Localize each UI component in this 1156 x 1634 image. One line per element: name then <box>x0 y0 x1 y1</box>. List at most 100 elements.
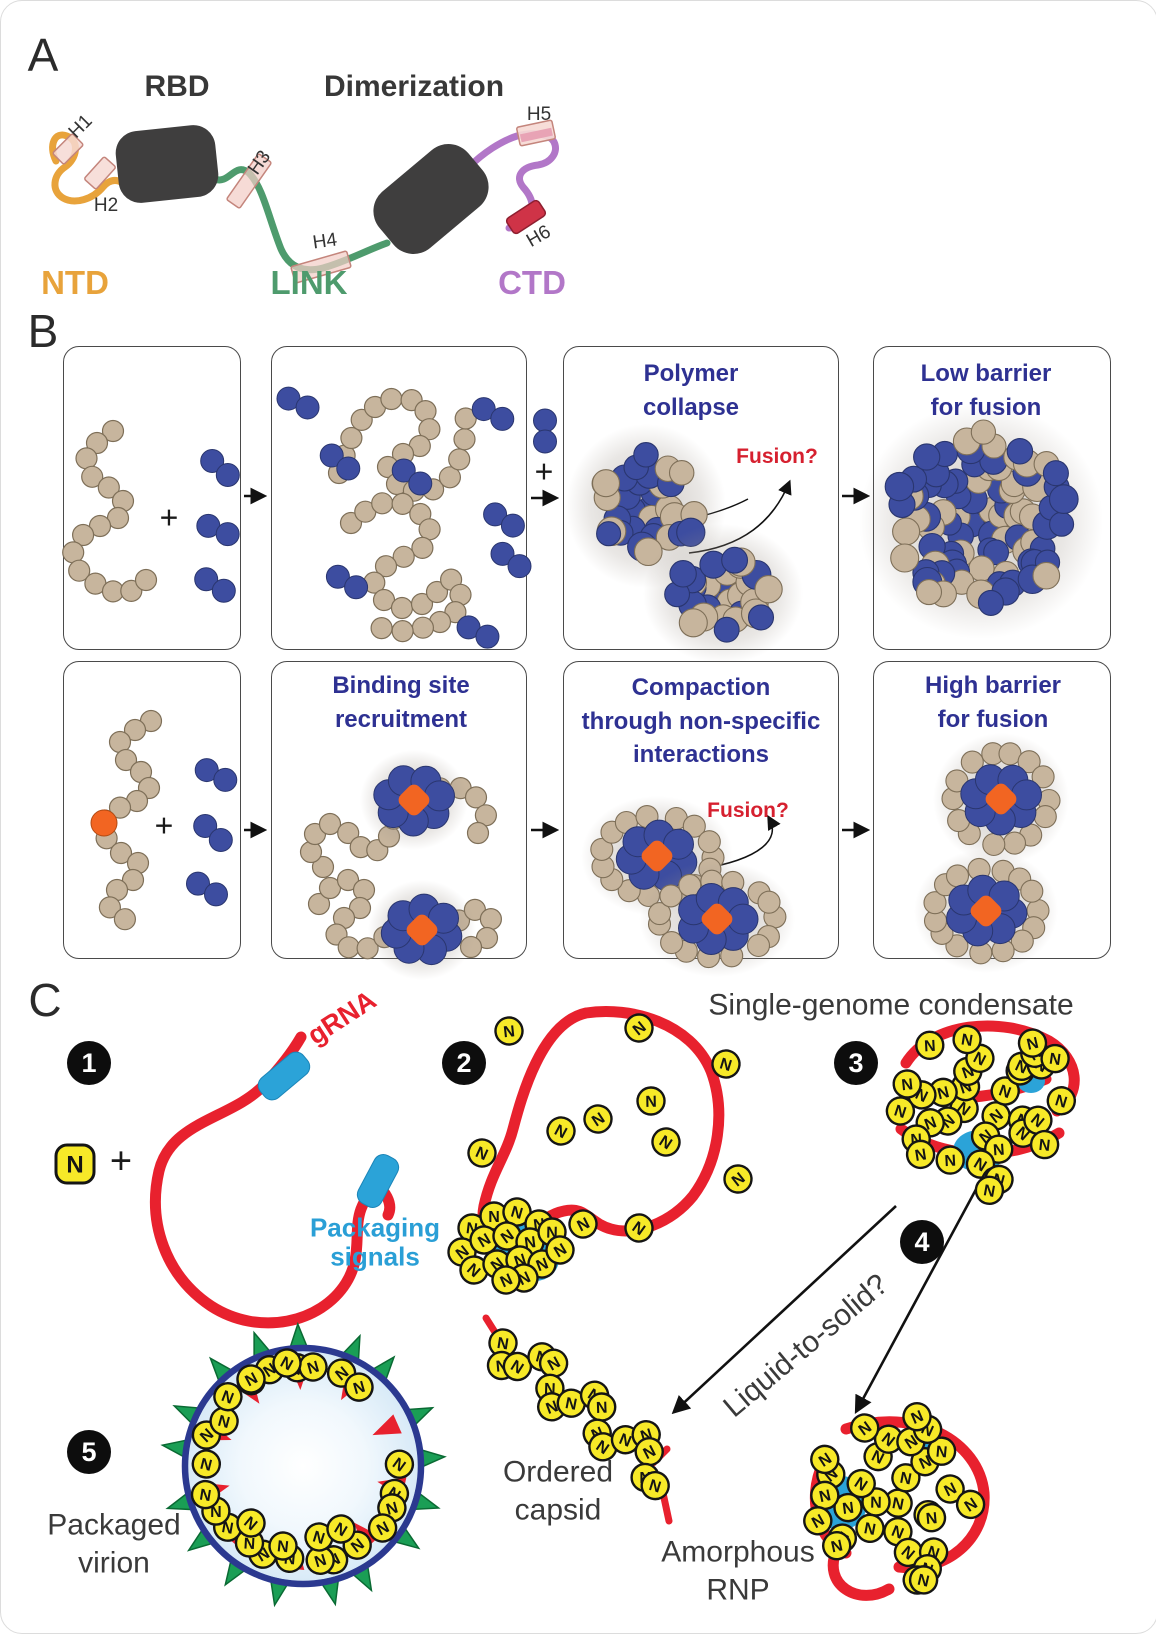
panel-c-step4-arrows <box>671 1142 1003 1415</box>
panel-b-r2c1-content <box>90 709 238 931</box>
h6-helix-box <box>505 199 547 235</box>
low-barrier-title: Low barrier for fusion <box>920 360 1052 421</box>
n-badge: N <box>1040 1043 1070 1074</box>
n-badge: N <box>268 1531 298 1561</box>
svg-text:N: N <box>220 1519 234 1538</box>
n-badge: N <box>236 1364 266 1394</box>
svg-text:N: N <box>914 1146 928 1165</box>
svg-text:N: N <box>243 1535 255 1553</box>
svg-text:N: N <box>564 1395 579 1414</box>
svg-text:N: N <box>916 1572 931 1591</box>
n-badge: N <box>213 1381 243 1412</box>
svg-text:N: N <box>891 1495 906 1514</box>
panel-b-letter: B <box>27 305 59 357</box>
svg-text:N: N <box>496 1335 510 1354</box>
svg-text:N: N <box>841 1500 855 1518</box>
step-3-badge: 3 <box>834 1041 878 1085</box>
panel-b-r1c2-content <box>276 386 532 649</box>
n-badge: N <box>545 1235 575 1265</box>
n-badge: N <box>491 1265 521 1295</box>
n-badge: N <box>502 1197 532 1227</box>
n-badge: N <box>952 1024 982 1055</box>
n-badge: N <box>935 1145 965 1175</box>
svg-text:N: N <box>925 1510 938 1528</box>
n-badge: N <box>902 1401 932 1432</box>
n-badge: N <box>803 1506 833 1536</box>
svg-text:N: N <box>509 1203 525 1223</box>
packaged-virion-label: Packaged virion <box>47 1508 181 1580</box>
svg-text:N: N <box>901 1076 914 1094</box>
n-badge: N <box>236 1508 266 1538</box>
n-badge: N <box>367 1513 398 1543</box>
svg-text:N: N <box>210 1504 222 1521</box>
n-badge: N <box>916 1502 947 1533</box>
n-badge: N <box>588 1432 618 1462</box>
h2-label: H2 <box>93 195 119 216</box>
svg-text:N: N <box>935 1443 948 1461</box>
step-4-badge: 4 <box>900 1220 944 1264</box>
link-label: LINK <box>270 264 348 301</box>
n-badge: N <box>905 1139 936 1170</box>
svg-text:N: N <box>892 1102 908 1122</box>
n-badge: N <box>855 1513 885 1544</box>
n-badge: N <box>810 1444 840 1475</box>
n-badge: N <box>546 1116 576 1146</box>
svg-text:N: N <box>219 1388 236 1408</box>
n-badge: N <box>908 1565 939 1595</box>
ordered-capsid-label: Ordered capsid <box>502 1455 614 1527</box>
h3-helix-box <box>226 153 272 209</box>
step-5-badge: 5 <box>67 1430 111 1474</box>
binding-site-title: Binding site recruitment <box>332 672 470 733</box>
fusion-question-row2: Fusion? <box>707 799 789 822</box>
svg-text:N: N <box>1038 1137 1051 1155</box>
panel-a-letter: A <box>27 29 59 81</box>
n-badge: N <box>850 1413 880 1443</box>
n-badge: N <box>926 1436 957 1466</box>
svg-text:N: N <box>311 1528 327 1548</box>
panel-b-r1-gap-dimer <box>533 408 557 454</box>
grna-wedge <box>372 1414 402 1436</box>
packaging-signals-label: Packaging signals <box>309 1212 441 1271</box>
svg-text:N: N <box>305 1358 321 1378</box>
svg-text:N: N <box>862 1520 877 1539</box>
n-badge: N <box>502 1351 533 1382</box>
n-badge: N <box>711 1049 741 1079</box>
svg-text:N: N <box>647 1477 663 1497</box>
n-badge: N <box>833 1492 863 1523</box>
svg-text:N: N <box>898 1470 913 1489</box>
n-badge: N <box>892 1069 922 1099</box>
n-badge: N <box>556 1388 586 1418</box>
panel-c-letter: C <box>28 974 62 1026</box>
high-barrier-title: High barrier for fusion <box>924 672 1062 733</box>
n-monomer-badge: N <box>54 1143 96 1185</box>
svg-text:N: N <box>960 1031 974 1050</box>
h4-label: H4 <box>311 229 339 254</box>
ntd-label: NTD <box>41 264 109 301</box>
h1-helix-box <box>52 133 84 165</box>
step-2-badge: 2 <box>442 1041 486 1085</box>
n-badge: N <box>915 1030 945 1061</box>
h5-label: H5 <box>526 104 552 125</box>
n-badge: N <box>885 1096 916 1126</box>
svg-text:N: N <box>818 1487 833 1506</box>
panel-c-step1: N <box>54 1031 400 1329</box>
svg-text:N: N <box>384 1499 400 1518</box>
n-badge: N <box>891 1463 921 1493</box>
svg-text:N: N <box>924 1038 936 1056</box>
svg-text:N: N <box>313 1552 329 1572</box>
svg-text:N: N <box>1053 1092 1069 1112</box>
n-badge: N <box>467 1138 497 1168</box>
n-badge: N <box>298 1352 328 1382</box>
h2-helix-box <box>84 156 116 190</box>
n-badge: N <box>1017 1028 1048 1058</box>
dimerization-domain <box>373 144 489 254</box>
n-badge: N <box>326 1514 356 1544</box>
panel-b-r2c3-content <box>581 796 795 977</box>
n-badge: N <box>538 1348 569 1378</box>
panel-b-box-r1c1 <box>63 346 241 650</box>
svg-text:N: N <box>544 1398 561 1418</box>
